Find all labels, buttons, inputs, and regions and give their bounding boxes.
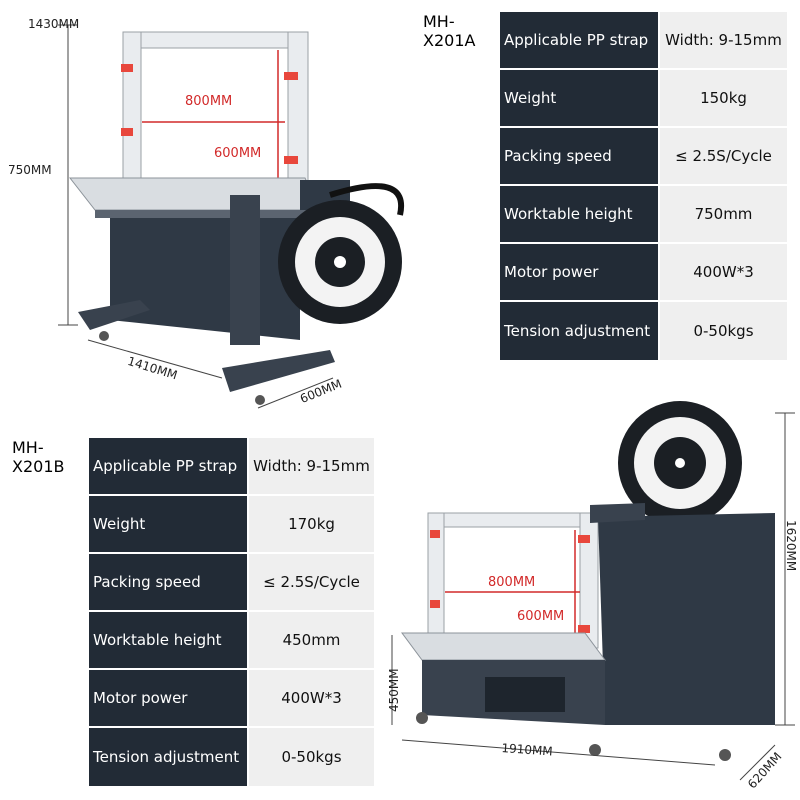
spec-b-label-speed: Packing speed [89,554,247,612]
machine-b-illustration [391,401,795,781]
spec-a-label-tension: Tension adjustment [500,302,658,360]
spec-b-value-motor: 400W*3 [249,670,374,728]
spec-table-a: MH- X201A Applicable PP strap Width: 9-1… [423,12,787,360]
spec-b-value-worktable: 450mm [249,612,374,670]
spec-b-value-strap: Width: 9-15mm [249,438,374,496]
spec-a-label-strap: Applicable PP strap [500,12,658,70]
spec-a-label-motor: Motor power [500,244,658,302]
spec-a-value-tension: 0-50kgs [660,302,787,360]
machine-a-total-height-label: 1430MM [28,17,80,31]
spec-a-value-strap: Width: 9-15mm [660,12,787,70]
spec-b-label-worktable: Worktable height [89,612,247,670]
spec-a-value-worktable: 750mm [660,186,787,244]
spec-b-value-speed: ≤ 2.5S/Cycle [249,554,374,612]
machine-a-frame-width-label: 800MM [185,94,233,109]
machine-a-frame-height-label: 600MM [214,146,262,161]
spec-b-value-weight: 170kg [249,496,374,554]
spec-a-label-weight: Weight [500,70,658,128]
spec-table-b: MH- X201B Applicable PP strap Width: 9-1… [12,438,374,786]
spec-a-label-speed: Packing speed [500,128,658,186]
machine-b-frame-width-label: 800MM [488,575,536,590]
spec-b-label-motor: Motor power [89,670,247,728]
machine-b-table-height-label: 450MM [387,668,401,712]
model-name-b: MH- X201B [12,438,65,476]
spec-a-label-worktable: Worktable height [500,186,658,244]
spec-b-label-strap: Applicable PP strap [89,438,247,496]
spec-b-label-tension: Tension adjustment [89,728,247,786]
spec-b-value-tension: 0-50kgs [249,728,374,786]
spec-b-label-weight: Weight [89,496,247,554]
machine-b-total-height-label: 1620MM [784,520,798,572]
spec-a-value-speed: ≤ 2.5S/Cycle [660,128,787,186]
machine-a-table-height-label: 750MM [8,163,52,177]
machine-a-illustration [58,24,405,409]
machine-b-frame-height-label: 600MM [517,609,565,624]
spec-a-value-weight: 150kg [660,70,787,128]
spec-a-value-motor: 400W*3 [660,244,787,302]
model-name-a: MH- X201A [423,12,476,50]
